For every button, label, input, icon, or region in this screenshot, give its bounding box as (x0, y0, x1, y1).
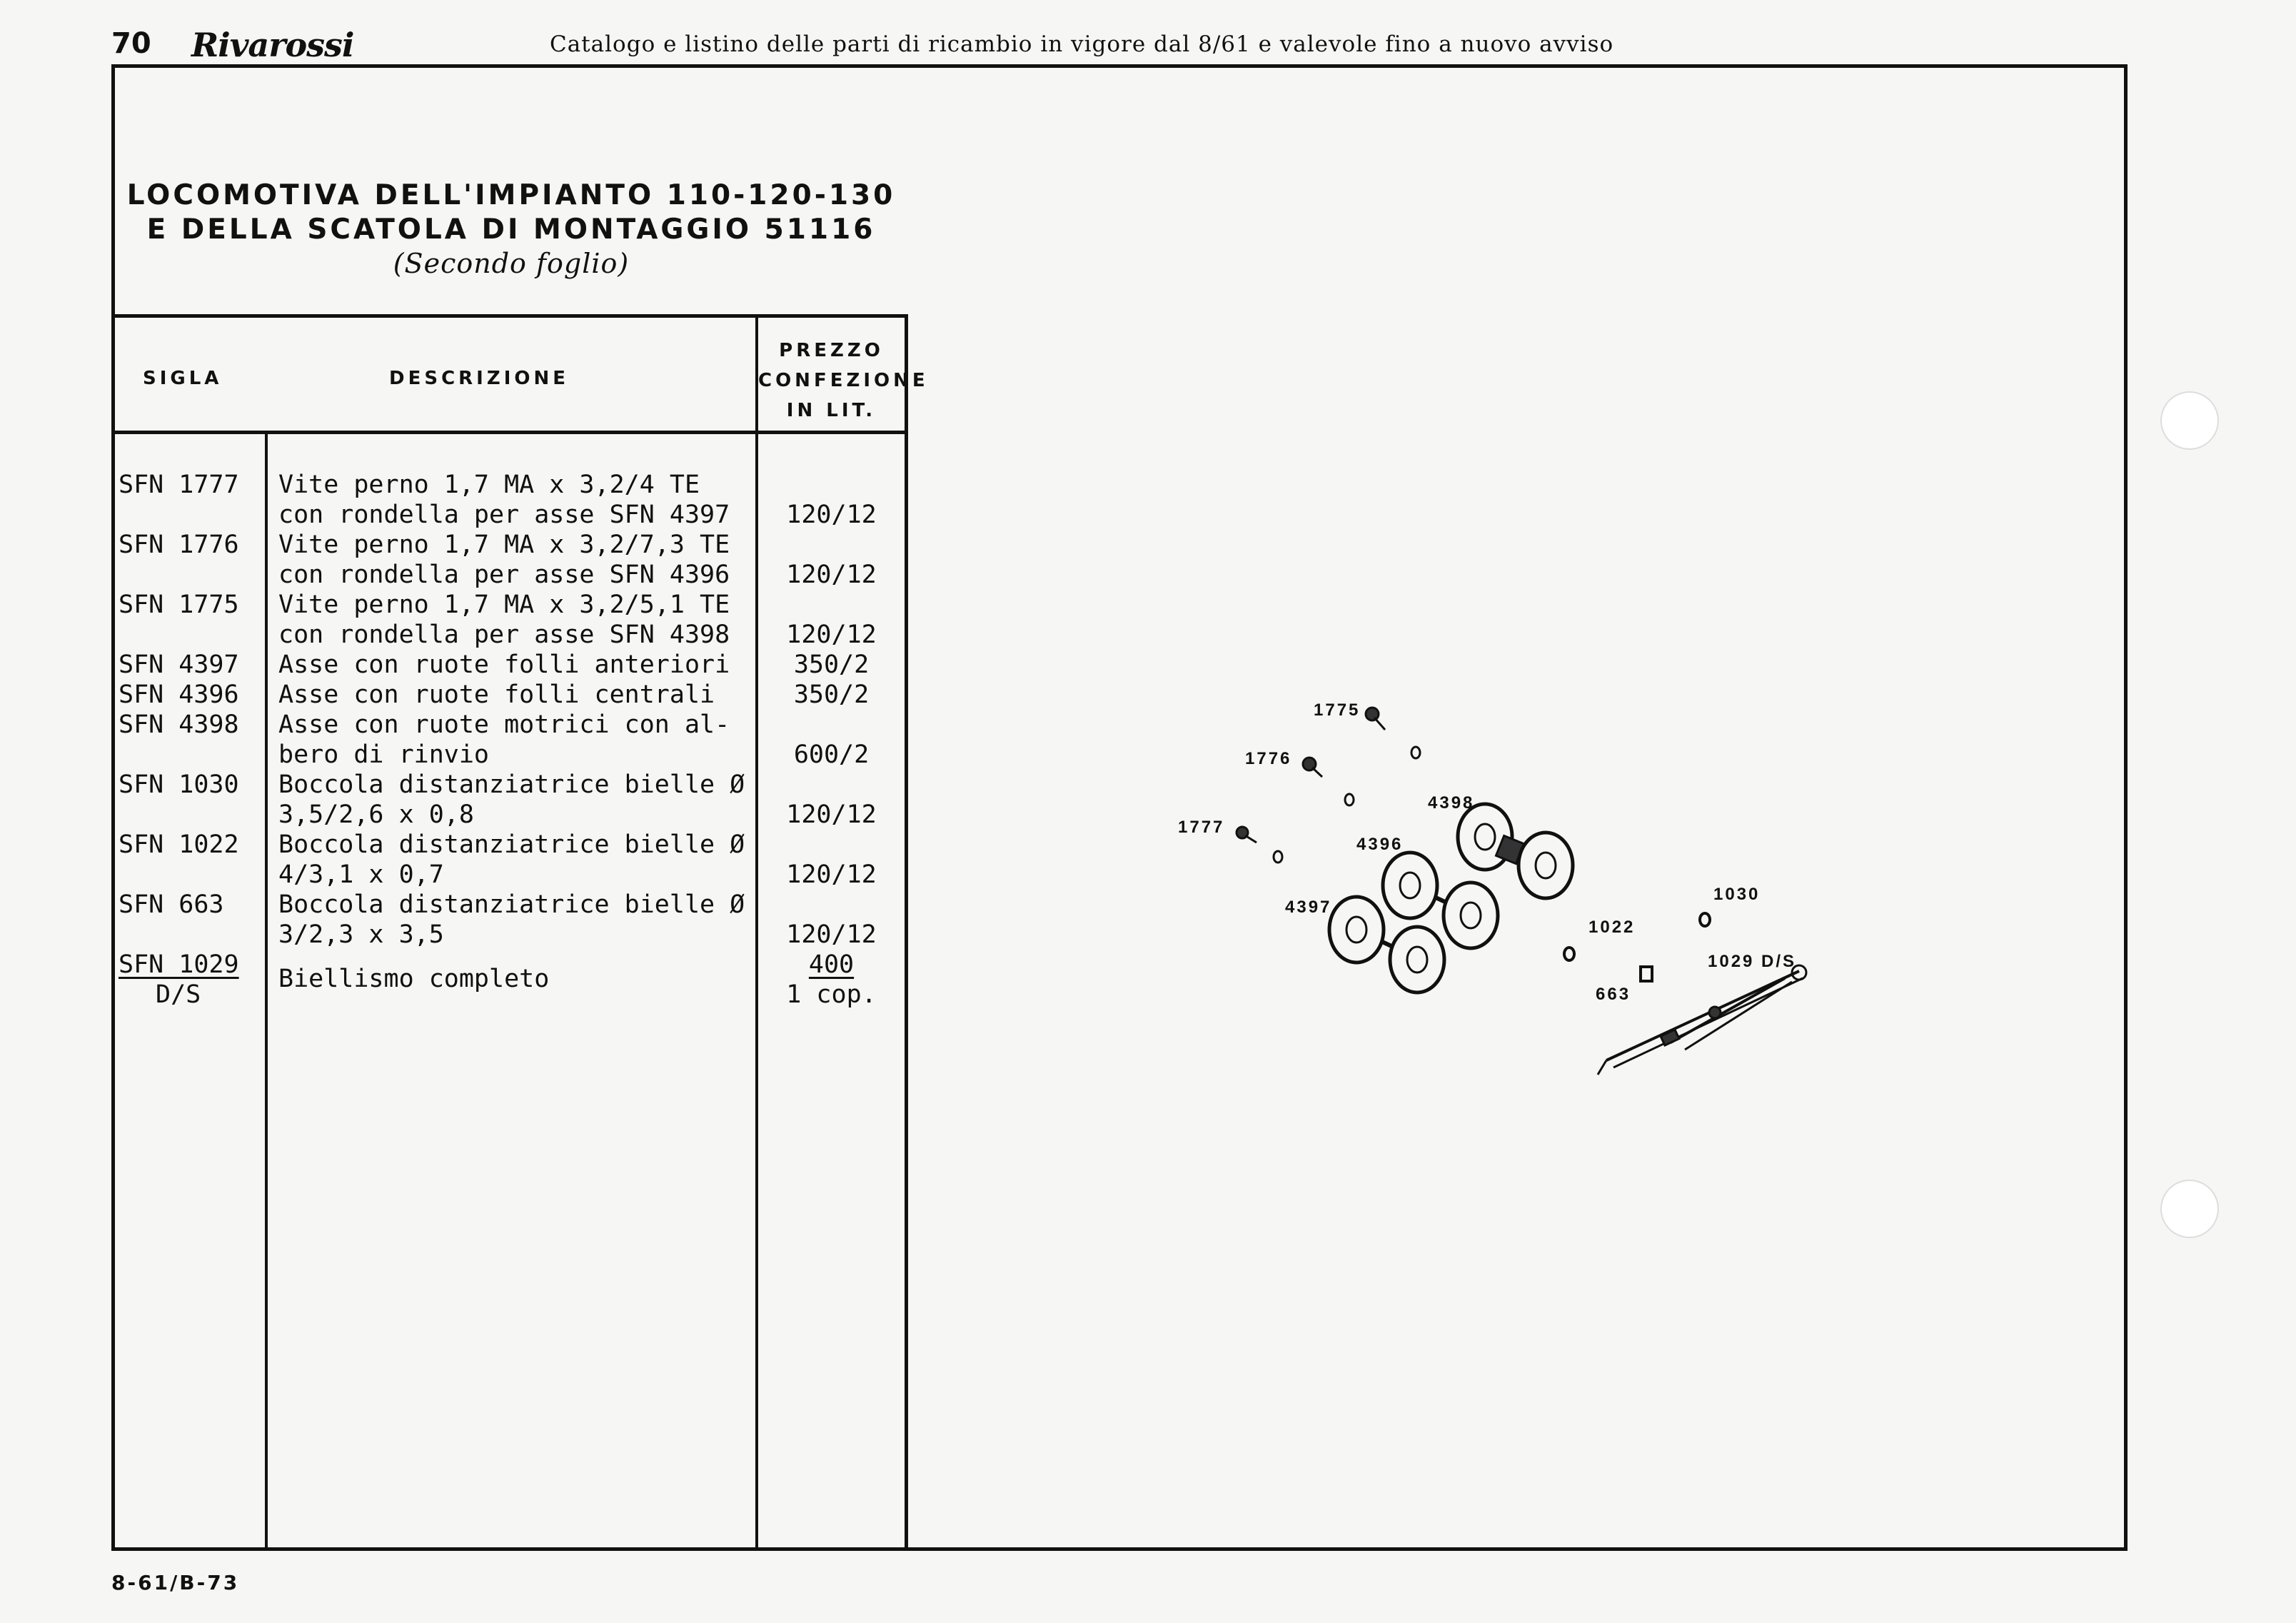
column-divider-sigla (265, 431, 268, 1551)
row-1-price: 120/12 (786, 501, 877, 529)
washer-1776-icon (1344, 793, 1355, 807)
screw-1775-icon (1364, 706, 1386, 730)
header-prezzo-line-3: IN LIT. (786, 400, 877, 421)
table-top-rule (111, 314, 908, 318)
row-3-sigla: SFN 1775 (119, 591, 239, 619)
row-1-desc-1: Vite perno 1,7 MA x 3,2/4 TE (278, 471, 700, 499)
title-block: LOCOMOTIVA DELL'IMPIANTO 110-120-130 E D… (111, 179, 911, 280)
row-3-desc-2: con rondella per asse SFN 4398 (278, 620, 730, 649)
row-9-desc-2: 3/2,3 x 3,5 (278, 920, 444, 949)
catalog-header-line: Catalogo e listino delle parti di ricamb… (550, 31, 1614, 57)
row-3-desc-1: Vite perno 1,7 MA x 3,2/5,1 TE (278, 591, 730, 619)
row-5-price: 350/2 (793, 680, 870, 709)
row-8-desc-1: Boccola distanziatrice bielle Ø (278, 830, 745, 859)
label-663: 663 (1596, 985, 1631, 1004)
row-9-desc-1: Boccola distanziatrice bielle Ø (278, 890, 745, 919)
row-6-price: 600/2 (793, 740, 870, 769)
row-6-desc-2: bero di rinvio (278, 740, 490, 769)
label-1777: 1777 (1178, 818, 1224, 837)
screw-1777-icon (1235, 825, 1257, 844)
header-prezzo-line-2: CONFEZIONE (758, 370, 929, 391)
washer-1775-icon (1410, 745, 1421, 760)
axle-4396-icon (1381, 850, 1500, 950)
row-2-price: 120/12 (786, 561, 877, 589)
row-8-desc-2: 4/3,1 x 0,7 (278, 860, 444, 889)
row-10-price-2: 1 cop. (786, 980, 877, 1009)
header-prezzo: PREZZO CONFEZIONE IN LIT. (758, 336, 929, 426)
axle-4397-icon (1327, 895, 1446, 995)
bushing-1030-icon (1698, 912, 1711, 928)
row-1-sigla: SFN 1777 (119, 471, 239, 499)
row-6-desc-1: Asse con ruote motrici con al- (278, 710, 730, 739)
row-7-desc-1: Boccola distanziatrice bielle Ø (278, 770, 745, 799)
page-frame (111, 64, 2128, 1551)
axle-4398-icon (1456, 802, 1575, 900)
row-7-sigla: SFN 1030 (119, 770, 239, 799)
row-2-desc-2: con rondella per asse SFN 4396 (278, 561, 730, 589)
title-line-2: E DELLA SCATOLA DI MONTAGGIO 51116 (146, 213, 876, 246)
row-10-sigla-1: SFN 1029 (119, 950, 239, 979)
header-descrizione: DESCRIZIONE (389, 368, 569, 389)
row-4-desc-1: Asse con ruote folli anteriori (278, 650, 730, 679)
row-10-price-1-text: 400 (808, 950, 855, 979)
row-7-desc-2: 3,5/2,6 x 0,8 (278, 800, 474, 829)
row-3-price: 120/12 (786, 620, 877, 649)
label-4396: 4396 (1356, 835, 1403, 854)
label-4398: 4398 (1428, 793, 1474, 813)
row-9-sigla: SFN 663 (119, 890, 224, 919)
row-5-desc-1: Asse con ruote folli centrali (278, 680, 715, 709)
label-1029: 1029 D/S (1708, 952, 1796, 971)
row-4-price: 350/2 (793, 650, 870, 679)
row-5-sigla: SFN 4396 (119, 680, 239, 709)
binder-hole-bottom (2160, 1180, 2219, 1238)
row-2-desc-1: Vite perno 1,7 MA x 3,2/7,3 TE (278, 531, 730, 559)
row-8-sigla: SFN 1022 (119, 830, 239, 859)
row-8-price: 120/12 (786, 860, 877, 889)
table-right-rule (905, 314, 908, 1551)
row-10-sigla-2: D/S (156, 980, 201, 1009)
exploded-parts-diagram: 1775 1776 1777 4398 4396 4397 1030 1022 … (1178, 700, 1808, 1075)
bushing-1022-icon (1563, 946, 1576, 962)
footer-code: 8-61/B-73 (111, 1571, 240, 1594)
label-1775: 1775 (1314, 700, 1360, 720)
header-sigla: SIGLA (143, 368, 223, 389)
row-4-sigla: SFN 4397 (119, 650, 239, 679)
row-10-desc: Biellismo completo (278, 965, 550, 993)
row-6-sigla: SFN 4398 (119, 710, 239, 739)
header-prezzo-line-1: PREZZO (779, 340, 884, 361)
row-2-sigla: SFN 1776 (119, 531, 239, 559)
bushing-663-icon (1639, 965, 1653, 983)
page-number: 70 (111, 27, 151, 60)
row-7-price: 120/12 (786, 800, 877, 829)
row-9-price: 120/12 (786, 920, 877, 949)
subtitle: (Secondo foglio) (393, 248, 630, 279)
title-line-1: LOCOMOTIVA DELL'IMPIANTO 110-120-130 (126, 179, 896, 211)
label-1022: 1022 (1588, 918, 1635, 937)
label-4397: 4397 (1285, 898, 1331, 917)
table-header-rule (111, 431, 908, 434)
label-1030: 1030 (1713, 885, 1760, 904)
binder-hole-top (2160, 391, 2219, 450)
connecting-rods-1029-icon (1596, 964, 1808, 1075)
washer-1777-icon (1272, 850, 1284, 864)
label-1776: 1776 (1245, 749, 1292, 768)
brand-logo: Rivarossi (191, 26, 354, 64)
column-divider-price (755, 314, 758, 1551)
row-1-desc-2: con rondella per asse SFN 4397 (278, 501, 730, 529)
screw-1776-icon (1301, 756, 1324, 778)
row-10-price-1: 400 (758, 950, 905, 980)
